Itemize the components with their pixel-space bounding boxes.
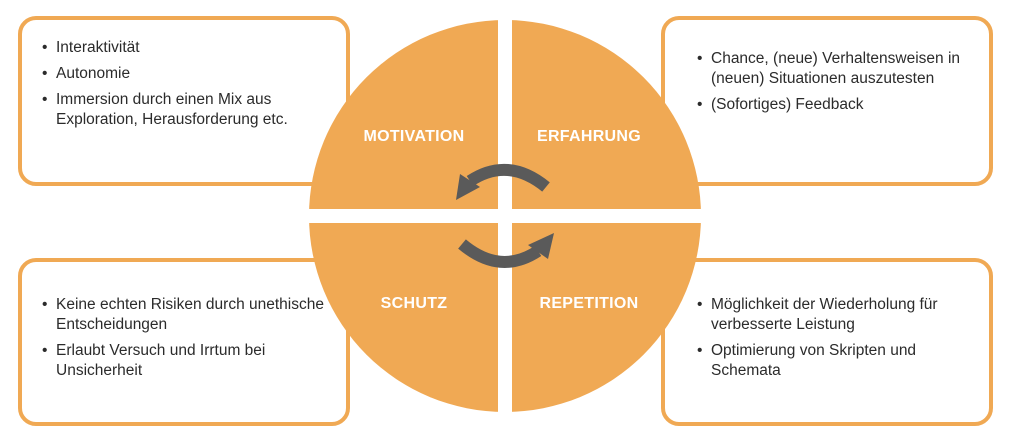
repetition-label: REPETITION	[539, 295, 638, 312]
lower-arrow-arc	[458, 239, 542, 268]
list-item: (Sofortiges) Feedback	[697, 95, 967, 115]
motivation-label: MOTIVATION	[363, 128, 464, 145]
list-item: Optimierung von Skripten und Schemata	[697, 341, 982, 381]
list-item: Chance, (neue) Verhaltensweisen in (neue…	[697, 49, 967, 89]
erfahrung-list: Chance, (neue) Verhaltensweisen in (neue…	[697, 49, 967, 121]
schutz-label: SCHUTZ	[381, 295, 448, 312]
motivation-list: Interaktivität Autonomie Immersion durch…	[42, 38, 322, 136]
upper-arrow-arc	[466, 163, 550, 192]
list-item: Keine echten Risiken durch unethische En…	[42, 295, 332, 335]
schutz-list: Keine echten Risiken durch unethische En…	[42, 295, 332, 387]
repetition-list: Möglichkeit der Wiederholung für verbess…	[697, 295, 982, 387]
list-item: Interaktivität	[42, 38, 322, 58]
list-item: Immersion durch einen Mix aus Exploratio…	[42, 90, 322, 130]
upper-arrow-head	[456, 174, 480, 200]
list-item: Möglichkeit der Wiederholung für verbess…	[697, 295, 982, 335]
list-item: Erlaubt Versuch und Irrtum bei Unsicherh…	[42, 341, 332, 381]
erfahrung-label: ERFAHRUNG	[537, 128, 641, 145]
lower-arrow-head	[528, 233, 554, 259]
horizontal-divider	[303, 209, 707, 223]
cycle-arrows-icon	[456, 163, 554, 268]
list-item: Autonomie	[42, 64, 322, 84]
